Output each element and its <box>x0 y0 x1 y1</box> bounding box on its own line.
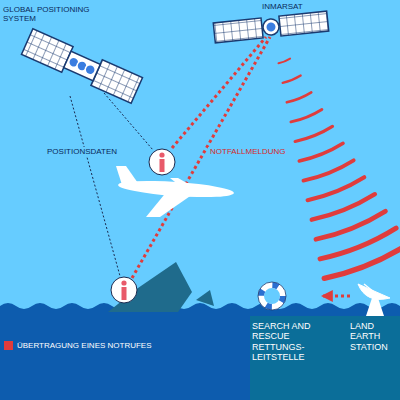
radio-wave <box>324 245 400 278</box>
radio-wave <box>283 75 301 82</box>
land-panel <box>250 316 400 400</box>
node-text: GLOBAL POSITIONING SYSTEM <box>3 5 97 23</box>
message-label: NOTFALLMELDUNG <box>208 147 288 156</box>
legend-swatch <box>4 341 13 350</box>
satellite-label: GLOBAL POSITIONING SYSTEM <box>3 5 99 23</box>
person-icon <box>111 277 137 303</box>
node-text: SEARCH AND RESCUE RETTUNGS-LEITSTELLE <box>252 321 318 362</box>
lifebuoy <box>258 282 286 310</box>
radio-wave <box>316 211 386 239</box>
satellite-label: INMARSAT <box>262 2 305 11</box>
sea <box>0 303 400 400</box>
position-line <box>104 93 153 150</box>
position-line <box>70 96 120 276</box>
sinking-ship <box>108 262 214 312</box>
radio-wave <box>287 92 311 102</box>
radio-wave <box>299 143 343 161</box>
gps-satellite <box>21 29 142 103</box>
station-label: LAND EARTH STATION <box>350 278 396 352</box>
legend-entry: ÜBERTRAGUNG EINES NOTRUFES <box>4 341 152 350</box>
radio-waves <box>278 59 400 279</box>
data-label: POSITIONSDATEN <box>45 147 119 156</box>
connector-arrow <box>322 295 350 298</box>
radio-wave <box>312 194 375 219</box>
radio-wave <box>308 177 365 200</box>
satellite-dish <box>358 284 390 316</box>
radio-wave <box>278 59 290 64</box>
radio-wave <box>320 228 396 259</box>
airplane <box>116 166 234 217</box>
radio-wave <box>291 109 322 121</box>
radio-wave <box>295 126 332 141</box>
person-icon <box>149 149 175 175</box>
radio-wave <box>303 160 353 180</box>
station-label: SEARCH AND RESCUE RETTUNGS-LEITSTELLE <box>252 280 320 362</box>
emergency-line <box>172 37 266 148</box>
node-text: LAND EARTH STATION <box>350 321 394 352</box>
legend-text: ÜBERTRAGUNG EINES NOTRUFES <box>17 341 152 350</box>
node-text: INMARSAT <box>262 2 303 11</box>
emergency-line <box>132 37 270 278</box>
